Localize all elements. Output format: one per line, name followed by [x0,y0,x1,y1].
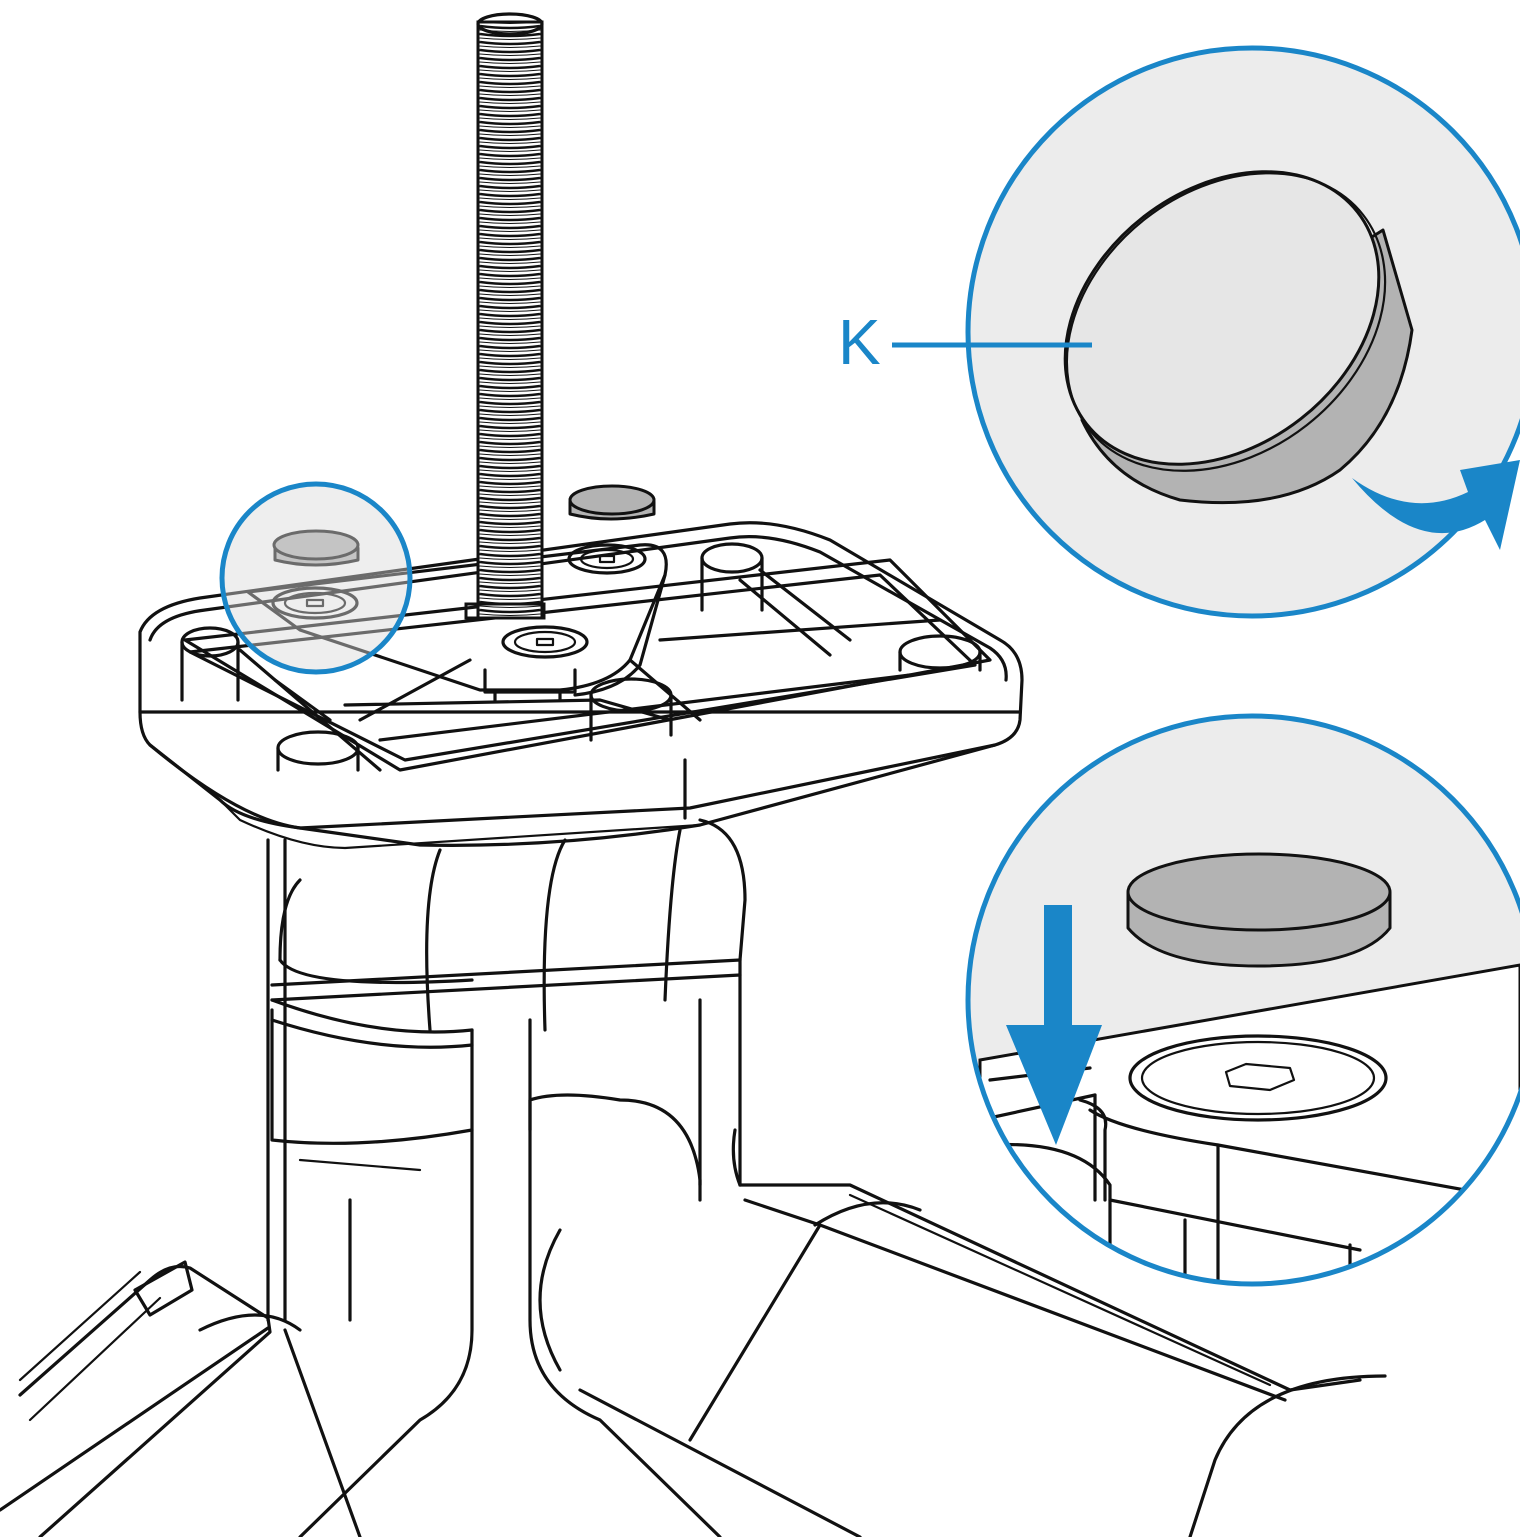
arrow-down-icon [1006,905,1102,1145]
detail-top: K [838,45,1520,619]
screw-center [501,625,589,659]
bracket [246,543,668,702]
boss-right [898,634,982,672]
curved-arrow-right-icon [1352,460,1520,550]
screw-left [271,586,359,620]
detail-highlight-small [219,481,413,675]
boss-left-front [180,626,240,702]
magnet-pad-left [272,529,360,567]
detail-bottom [965,713,1520,1287]
boss-center [589,677,673,742]
magnet-pad-closeup [1126,852,1392,968]
base-arm-right [578,1183,1387,1537]
chair-base-assembly [0,12,1387,1537]
base-arm-left [0,1260,362,1537]
magnet-pad-back [568,484,656,521]
plate-closeup [978,963,1520,1284]
boss-back [700,542,764,612]
mounting-plate [138,521,1024,850]
screw-back [567,543,647,575]
threaded-rod [464,12,546,620]
magnet-pad-k [1063,170,1414,505]
callout-k: K [838,306,1092,378]
callout-label: K [838,306,881,378]
screw-closeup [1128,1034,1388,1122]
boss-left-back [276,730,360,772]
center-column [266,818,747,1537]
